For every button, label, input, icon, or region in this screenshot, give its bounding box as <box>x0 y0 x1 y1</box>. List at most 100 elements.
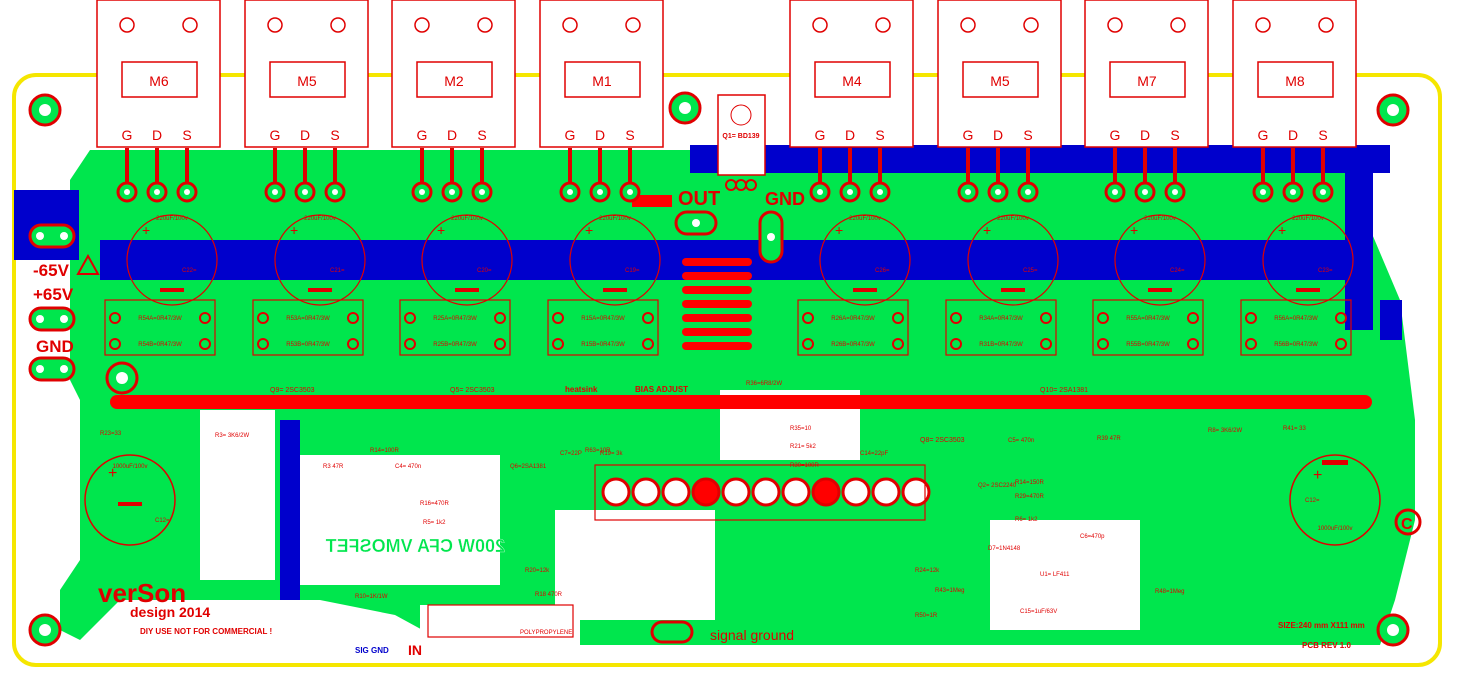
part-label: C7=22P <box>560 451 582 457</box>
svg-text:C: C <box>1401 516 1413 533</box>
cap-value: 220uF/100v <box>599 216 631 222</box>
output-bus <box>632 195 752 350</box>
resistor-b: R25B=0R47/3W <box>433 342 477 348</box>
q6-label: Q6=2SA1381 <box>510 464 547 470</box>
resistor-a: R55A=0R47/3W <box>1126 316 1170 322</box>
driver-label: Q1= BD139 <box>722 133 759 140</box>
pin-label: G <box>270 127 281 143</box>
pin-label: S <box>182 127 191 143</box>
pin-label: S <box>477 127 486 143</box>
neg-rail-label: -65V <box>33 261 70 280</box>
mosfet-name: M7 <box>1137 73 1157 89</box>
part-label: R30=100R <box>790 463 820 469</box>
cap-value: 220uF/100v <box>304 216 336 222</box>
part-label: R19= 3k <box>600 451 624 457</box>
part-label: R23=33 <box>100 431 122 437</box>
part-label: R14=100R <box>370 448 400 454</box>
pin-label: D <box>595 127 605 143</box>
part-label: R43=1Meg <box>935 588 965 594</box>
pin-label: G <box>1110 127 1121 143</box>
cap-value: 220uF/100v <box>1144 216 1176 222</box>
heatsink-label: heatsink <box>565 385 598 394</box>
resistor-b: R54B=0R47/3W <box>138 342 182 348</box>
part-label: R6= 1k2 <box>1015 517 1038 523</box>
svg-text:+: + <box>1278 222 1286 238</box>
out-label: OUT <box>678 188 720 210</box>
output-connector: OUT <box>674 188 720 236</box>
part-label: R16=470R <box>420 501 450 507</box>
part-label: R21= 5k2 <box>790 444 817 450</box>
pin-label: D <box>300 127 310 143</box>
part-label: C6=470p <box>1080 534 1105 540</box>
svg-text:+: + <box>983 222 991 238</box>
mosfet-name: M5 <box>990 73 1010 89</box>
pin-label: D <box>1140 127 1150 143</box>
cap-name: C22= <box>182 268 197 274</box>
out-gnd-label: GND <box>765 189 805 209</box>
svg-text:+: + <box>437 222 445 238</box>
cap-name: C21= <box>330 268 345 274</box>
driver-transistor: Q1= BD139 <box>717 94 766 191</box>
bulk-cap-left: + 1000uF/100v C12= <box>84 454 176 546</box>
mosfet-name: M6 <box>149 73 169 89</box>
in-label: IN <box>408 642 422 658</box>
resistor-b: R53B=0R47/3W <box>286 342 330 348</box>
part-label: R3= 3K6/2W <box>215 433 250 439</box>
part-label: R3 47R <box>323 464 344 470</box>
q8-label: Q8= 2SC3503 <box>920 437 965 444</box>
mounting-holes <box>28 91 1410 647</box>
mosfet-name: M1 <box>592 73 612 89</box>
pin-label: G <box>417 127 428 143</box>
part-label: C15=1uF/63V <box>1020 609 1057 615</box>
resistor-a: R26A=0R47/3W <box>831 316 875 322</box>
power-inputs: -65V +65V GND <box>28 223 100 382</box>
resistor-a: R34A=0R47/3W <box>979 316 1023 322</box>
cap-name: C23= <box>1318 268 1333 274</box>
resistor-b: R31B=0R47/3W <box>979 342 1023 348</box>
q10-label: Q10= 2SA1381 <box>1040 387 1088 394</box>
part-label: R8= 3K6/2W <box>1208 428 1243 434</box>
resistor-b: R26B=0R47/3W <box>831 342 875 348</box>
svg-text:+: + <box>142 222 150 238</box>
mosfet-name: M2 <box>444 73 464 89</box>
copyright-mark <box>1394 508 1422 536</box>
svg-text:+: + <box>1313 467 1322 484</box>
pin-label: S <box>1170 127 1179 143</box>
resistor-a: R54A=0R47/3W <box>138 316 182 322</box>
cap-name: C19= <box>625 268 640 274</box>
svg-text:+: + <box>835 222 843 238</box>
brand-name: verSon <box>98 578 186 608</box>
pin-label: G <box>1258 127 1269 143</box>
resistor-a: R56A=0R47/3W <box>1274 316 1318 322</box>
pin-label: S <box>1023 127 1032 143</box>
bulk-cap-left-name: C12= <box>155 518 170 524</box>
part-label: R14=150R <box>1015 480 1045 486</box>
pin-label: S <box>330 127 339 143</box>
pos-rail-label: +65V <box>33 285 74 304</box>
pin-label: D <box>1288 127 1298 143</box>
sig-gnd-label: SIG GND <box>355 646 389 655</box>
part-label: C4= 470n <box>395 464 421 470</box>
pin-label: G <box>122 127 133 143</box>
pin-label: D <box>993 127 1003 143</box>
pin-label: S <box>875 127 884 143</box>
gnd-rail-label: GND <box>36 337 74 356</box>
bulk-cap-right: + 1000uF/100v C12= <box>1289 454 1381 546</box>
mosfet-name: M8 <box>1285 73 1305 89</box>
resistor-b: R55B=0R47/3W <box>1126 342 1170 348</box>
pin-label: S <box>1318 127 1327 143</box>
gnd-connector: GND <box>758 189 805 264</box>
part-label: U1= LF411 <box>1040 572 1070 578</box>
part-label: Q2= 2SC2240 <box>978 483 1017 489</box>
resistor-b: R56B=0R47/3W <box>1274 342 1318 348</box>
part-label: R48=1Meg <box>1155 589 1185 595</box>
size-label: SIZE:240 mm X111 mm <box>1278 621 1365 630</box>
q9-label: Q9= 2SC3503 <box>270 387 315 394</box>
cap-value: 220uF/100v <box>156 216 188 222</box>
